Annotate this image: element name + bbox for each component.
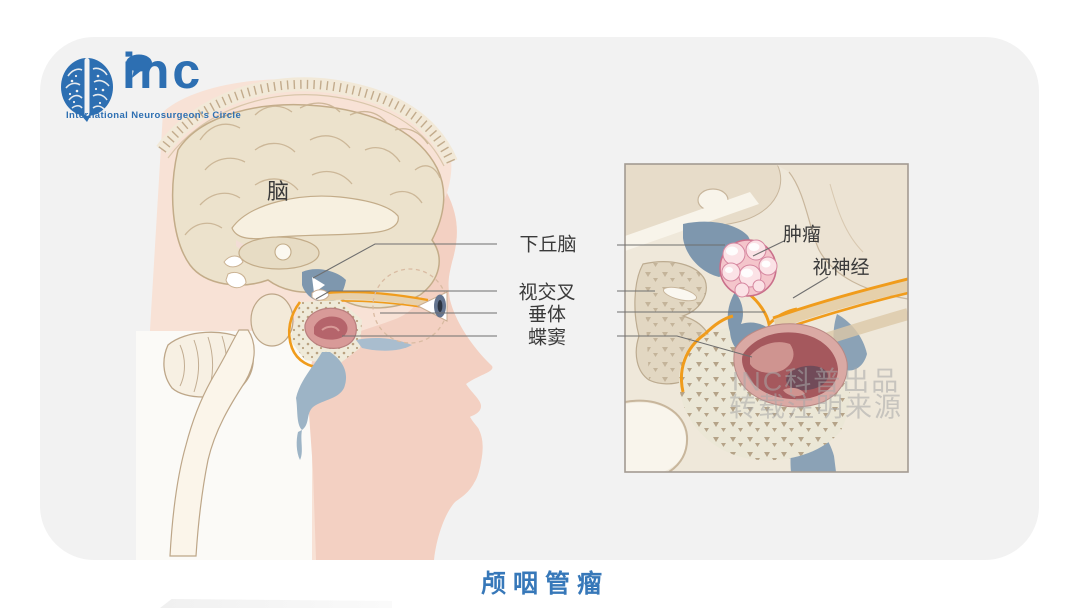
logo-speech-bubble-icon bbox=[126, 54, 152, 78]
inset-border bbox=[624, 163, 909, 473]
label-hypothalamus: 下丘脑 bbox=[519, 234, 577, 256]
label-optic-nerve: 视神经 bbox=[812, 257, 870, 279]
head-cross-section bbox=[136, 77, 493, 560]
inset-illustration bbox=[625, 164, 908, 472]
label-sphenoid-sinus: 蝶窦 bbox=[527, 327, 567, 349]
page-title: 颅咽管瘤 bbox=[480, 570, 610, 598]
watermark-line-1: INC科普出品 bbox=[731, 366, 901, 397]
watermark-line-2: 转载注明来源 bbox=[729, 392, 903, 423]
leader-lines bbox=[312, 240, 829, 358]
logo-brain-icon bbox=[61, 58, 113, 122]
bottom-sheet-edge bbox=[160, 599, 392, 608]
label-pituitary: 垂体 bbox=[527, 304, 567, 326]
label-tumor: 肿瘤 bbox=[782, 224, 822, 246]
logo: inc International Neurosurgeon's Circle bbox=[60, 43, 280, 126]
logo-tagline: International Neurosurgeon's Circle bbox=[66, 110, 242, 121]
label-optic-chiasm: 视交叉 bbox=[518, 282, 576, 304]
label-brain: 脑 bbox=[266, 179, 290, 204]
